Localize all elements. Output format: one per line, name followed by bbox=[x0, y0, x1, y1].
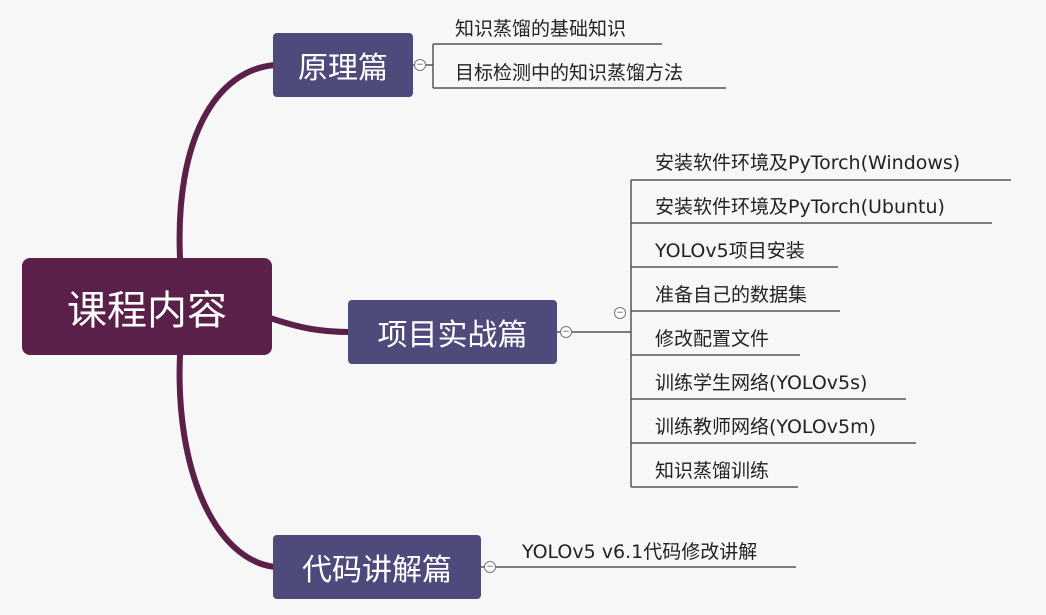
leaf-node[interactable]: 修改配置文件 bbox=[655, 328, 770, 350]
leaf-node[interactable]: 知识蒸馏的基础知识 bbox=[455, 18, 627, 40]
branch-node-code[interactable]: 代码讲解篇 bbox=[273, 535, 481, 599]
leaf-node[interactable]: 训练学生网络(YOLOv5s) bbox=[655, 372, 868, 394]
leaf-node[interactable]: 准备自己的数据集 bbox=[655, 284, 808, 306]
leaf-node[interactable]: 安装软件环境及PyTorch(Windows) bbox=[655, 152, 961, 174]
branch-label: 原理篇 bbox=[298, 51, 388, 86]
leaf-node[interactable]: YOLOv5项目安装 bbox=[655, 240, 805, 262]
branch-label: 代码讲解篇 bbox=[302, 553, 452, 588]
leaf-node[interactable]: 知识蒸馏训练 bbox=[655, 460, 770, 482]
collapse-toggle-icon[interactable]: − bbox=[614, 307, 626, 319]
leaf-node[interactable]: 目标检测中的知识蒸馏方法 bbox=[455, 62, 684, 84]
root-label: 课程内容 bbox=[67, 287, 227, 334]
leaf-node[interactable]: 安装软件环境及PyTorch(Ubuntu) bbox=[655, 196, 945, 218]
branch-node-project[interactable]: 项目实战篇 bbox=[348, 300, 557, 364]
collapse-toggle-icon[interactable]: − bbox=[560, 326, 572, 338]
leaf-node[interactable]: 训练教师网络(YOLOv5m) bbox=[655, 416, 877, 438]
branch-node-theory[interactable]: 原理篇 bbox=[273, 33, 413, 97]
leaf-node[interactable]: YOLOv5 v6.1代码修改讲解 bbox=[522, 541, 758, 563]
root-node[interactable]: 课程内容 bbox=[22, 258, 272, 355]
branch-label: 项目实战篇 bbox=[377, 318, 528, 353]
collapse-toggle-icon[interactable]: − bbox=[484, 561, 496, 573]
collapse-toggle-icon[interactable]: − bbox=[414, 59, 426, 71]
